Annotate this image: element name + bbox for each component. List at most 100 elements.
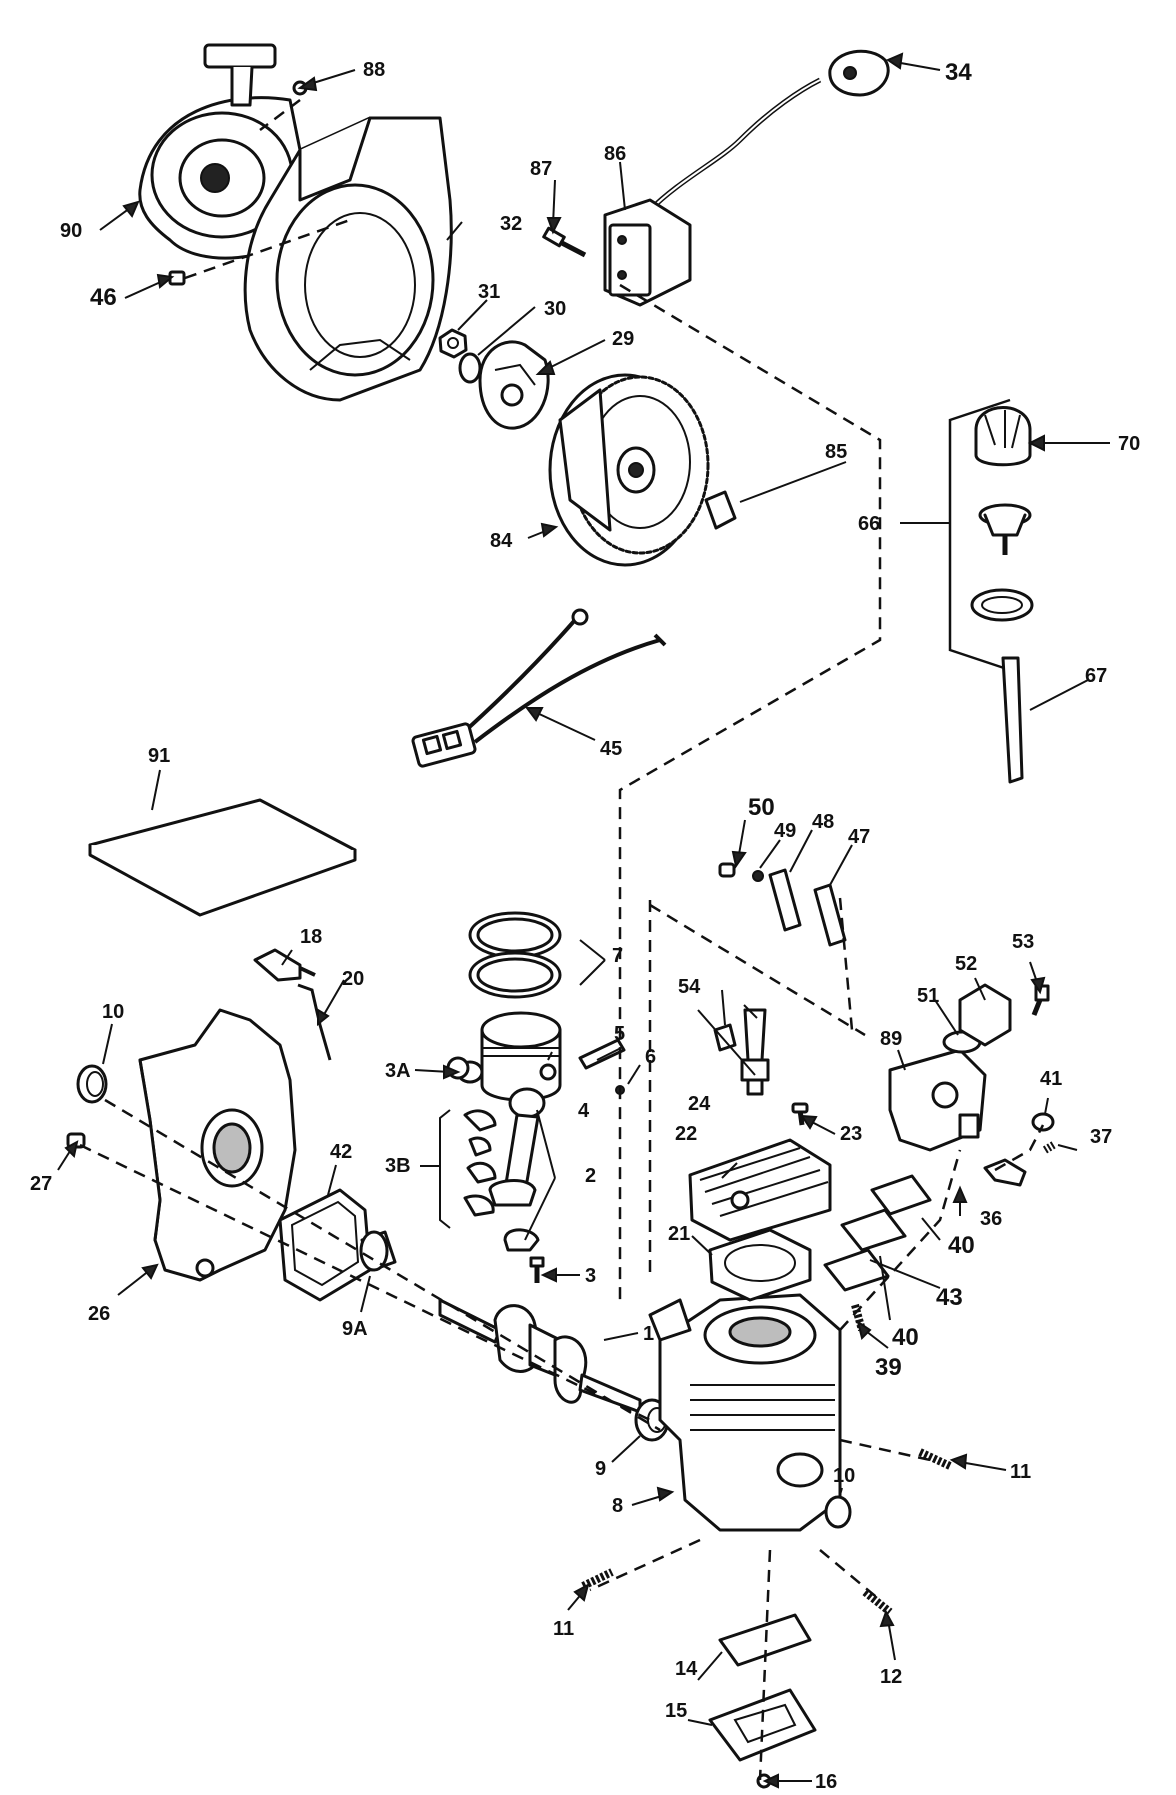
callout-23: 23 <box>840 1123 862 1145</box>
callout-14: 14 <box>675 1658 698 1680</box>
starter-cup <box>478 340 550 430</box>
spark-plug <box>740 1008 770 1096</box>
wiring-harness <box>411 608 667 768</box>
callout-53: 53 <box>1012 931 1034 953</box>
oil-seal-left <box>76 1064 108 1104</box>
callout-46: 46 <box>90 284 117 311</box>
head-gasket <box>708 1228 812 1302</box>
callout-31: 31 <box>478 281 500 303</box>
callout-9: 9 <box>595 1458 606 1480</box>
spring-11-right <box>918 1448 952 1470</box>
callout-47: 47 <box>848 826 870 848</box>
main-bearing-9a <box>359 1230 397 1272</box>
callout-3a: 3A <box>385 1060 411 1082</box>
crankshaft <box>438 1298 642 1414</box>
callout-70: 70 <box>1118 433 1140 455</box>
callout-24: 24 <box>688 1093 711 1115</box>
callout-51: 51 <box>917 985 939 1007</box>
alignment-lines <box>79 99 1045 1781</box>
gasket-40-lower <box>823 1248 890 1292</box>
recoil-starter <box>138 43 302 260</box>
callout-54: 54 <box>678 976 701 998</box>
callout-16: 16 <box>815 1771 837 1793</box>
callout-86: 86 <box>604 143 626 165</box>
callout-66: 66 <box>858 513 880 535</box>
callout-52: 52 <box>955 953 977 975</box>
callout-10-right: 10 <box>833 1465 855 1487</box>
callout-41: 41 <box>1040 1068 1062 1090</box>
callout-8: 8 <box>612 1495 623 1517</box>
spark-plug-boot <box>828 49 890 97</box>
callout-21: 21 <box>668 1223 690 1245</box>
callout-87: 87 <box>530 158 552 180</box>
callout-12: 12 <box>880 1666 902 1688</box>
ignition-module <box>603 77 822 307</box>
choke-link-20 <box>297 983 332 1061</box>
callout-36: 36 <box>980 1208 1002 1230</box>
callout-15: 15 <box>665 1700 687 1722</box>
callout-26: 26 <box>88 1303 110 1325</box>
callout-6: 6 <box>645 1046 656 1068</box>
callout-3: 3 <box>585 1265 596 1287</box>
callout-1: 1 <box>643 1323 654 1345</box>
rod-screw <box>529 1256 545 1283</box>
air-filter-pad <box>88 798 357 917</box>
screw-23 <box>791 1102 809 1126</box>
callout-40-upper: 40 <box>948 1232 975 1259</box>
connecting-rod <box>488 1087 546 1252</box>
callout-42: 42 <box>330 1141 352 1163</box>
callout-34: 34 <box>945 59 972 86</box>
flywheel-nut <box>438 328 468 359</box>
cylinder-block <box>648 1293 842 1532</box>
callout-18: 18 <box>300 926 322 948</box>
washer-30 <box>458 352 482 384</box>
choke-lever-18 <box>253 948 316 982</box>
callout-88: 88 <box>363 59 385 81</box>
callout-30: 30 <box>544 298 566 320</box>
cover-gasket <box>278 1188 372 1302</box>
callout-10-left: 10 <box>102 1001 124 1023</box>
callout-22: 22 <box>675 1123 697 1145</box>
callout-40-lower: 40 <box>892 1324 919 1351</box>
callout-48: 48 <box>812 811 834 833</box>
callout-32: 32 <box>500 213 522 235</box>
throttle-lever <box>983 1158 1027 1187</box>
flywheel <box>548 373 710 567</box>
oil-seal-right <box>824 1495 852 1529</box>
bearing-set-3b <box>439 1109 497 1229</box>
callout-84: 84 <box>490 530 513 552</box>
callout-91: 91 <box>148 745 170 767</box>
callout-29: 29 <box>612 328 634 350</box>
blower-housing <box>243 116 453 402</box>
leader-lines <box>57 52 1110 1789</box>
callout-20: 20 <box>342 968 364 990</box>
callout-27: 27 <box>30 1173 52 1195</box>
washer-41 <box>1031 1112 1055 1132</box>
fuel-cap-assembly <box>900 398 1034 672</box>
flywheel-key <box>704 490 737 530</box>
callout-7: 7 <box>612 945 623 967</box>
cylinder-head <box>688 1138 832 1242</box>
gasket-48 <box>768 868 802 932</box>
callout-labels: 88 34 90 46 32 31 30 29 87 86 84 85 70 6… <box>30 59 1140 1793</box>
carb-clamp-52 <box>958 983 1012 1047</box>
screw-87 <box>542 226 587 258</box>
callout-37: 37 <box>1090 1126 1112 1148</box>
callout-9a: 9A <box>342 1318 368 1340</box>
callout-43: 43 <box>936 1284 963 1311</box>
callout-5: 5 <box>614 1023 625 1045</box>
piston-rings <box>468 911 562 999</box>
piston <box>480 1011 562 1102</box>
callout-45: 45 <box>600 738 622 760</box>
callout-90: 90 <box>60 220 82 242</box>
callout-2: 2 <box>585 1165 596 1187</box>
callout-89: 89 <box>880 1028 902 1050</box>
callout-3b: 3B <box>385 1155 411 1177</box>
callout-11-right: 11 <box>1010 1461 1031 1483</box>
spring-11-left <box>581 1568 614 1590</box>
carburetor <box>888 1048 987 1152</box>
callout-85: 85 <box>825 441 847 463</box>
screw-50 <box>718 862 736 878</box>
fuel-line <box>1001 656 1024 784</box>
